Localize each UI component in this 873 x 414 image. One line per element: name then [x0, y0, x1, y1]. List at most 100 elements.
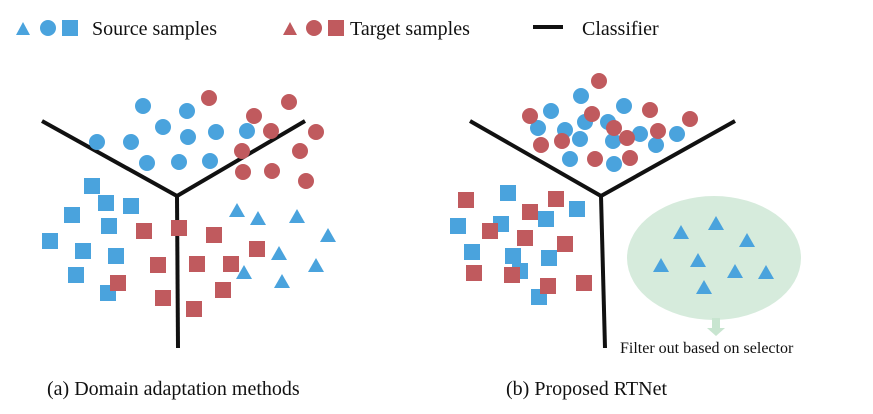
target-square-sample — [522, 204, 538, 220]
target-circle-sample — [622, 150, 638, 166]
source-triangle-sample — [653, 258, 669, 272]
target-circle-sample — [587, 151, 603, 167]
source-circle-sample — [669, 126, 685, 142]
source-square-sample — [538, 211, 554, 227]
source-triangle-sample — [236, 265, 252, 279]
source-circle-sample — [202, 153, 218, 169]
target-circle-sample — [533, 137, 549, 153]
legend-target-icons — [283, 20, 344, 36]
source-circle-sample — [180, 129, 196, 145]
source-circle-sample — [572, 131, 588, 147]
source-square-sample — [464, 244, 480, 260]
selector-filter-region — [627, 196, 801, 320]
target-square-sample — [504, 267, 520, 283]
legend-source-label: Source samples — [92, 18, 217, 40]
source-square-sample — [101, 218, 117, 234]
legend-target-circle-icon — [306, 20, 322, 36]
target-circle-sample — [682, 111, 698, 127]
source-square-sample — [450, 218, 466, 234]
source-square-sample — [505, 248, 521, 264]
source-square-sample — [42, 233, 58, 249]
legend-source-icons — [16, 20, 78, 36]
source-circle-sample — [208, 124, 224, 140]
target-square-sample — [482, 223, 498, 239]
target-circle-sample — [619, 130, 635, 146]
target-square-sample — [155, 290, 171, 306]
target-square-sample — [171, 220, 187, 236]
source-circle-sample — [543, 103, 559, 119]
source-circle-sample — [139, 155, 155, 171]
target-square-sample — [466, 265, 482, 281]
source-circle-sample — [155, 119, 171, 135]
classifier-arm-left — [41, 119, 178, 198]
caption-panel-b: (b) Proposed RTNet — [506, 378, 667, 400]
target-square-sample — [206, 227, 222, 243]
source-triangle-sample — [271, 246, 287, 260]
source-triangle-sample — [320, 228, 336, 242]
target-square-sample — [540, 278, 556, 294]
source-circle-sample — [123, 134, 139, 150]
source-square-sample — [123, 198, 139, 214]
target-square-sample — [186, 301, 202, 317]
source-square-sample — [541, 250, 557, 266]
target-square-sample — [110, 275, 126, 291]
legend: Source samples Target samples Classifier — [16, 18, 659, 40]
classifier-arm-down — [175, 195, 180, 349]
source-triangle-sample — [308, 258, 324, 272]
legend-target-triangle-icon — [283, 22, 297, 35]
source-circle-sample — [648, 137, 664, 153]
target-circle-sample — [522, 108, 538, 124]
target-square-sample — [223, 256, 239, 272]
target-circle-sample — [650, 123, 666, 139]
legend-source-circle-icon — [40, 20, 56, 36]
target-square-sample — [189, 256, 205, 272]
panel-domain-adaptation: (a) Domain adaptation methods — [41, 90, 336, 400]
classifier-arm-down — [599, 195, 607, 349]
classifier-boundary-b — [469, 119, 736, 349]
target-square-sample — [548, 191, 564, 207]
source-square-sample — [569, 201, 585, 217]
source-triangle-sample — [289, 209, 305, 223]
source-circle-sample — [179, 103, 195, 119]
legend-classifier-label: Classifier — [582, 18, 659, 40]
source-circle-sample — [530, 120, 546, 136]
target-circle-sample — [234, 143, 250, 159]
panel-rtnet: Filter out based on selector (b) Propose… — [450, 73, 801, 400]
legend-target-label: Target samples — [350, 18, 470, 40]
samples-panel-a — [42, 90, 336, 317]
source-triangle-sample — [673, 225, 689, 239]
source-square-sample — [64, 207, 80, 223]
source-triangle-sample — [229, 203, 245, 217]
source-circle-sample — [606, 156, 622, 172]
target-circle-sample — [263, 123, 279, 139]
target-circle-sample — [292, 143, 308, 159]
selector-note: Filter out based on selector — [620, 340, 794, 357]
source-square-sample — [500, 185, 516, 201]
target-square-sample — [517, 230, 533, 246]
target-circle-sample — [298, 173, 314, 189]
source-circle-sample — [605, 133, 621, 149]
source-triangle-sample — [758, 265, 774, 279]
samples-panel-b — [450, 73, 774, 305]
source-circle-sample — [239, 123, 255, 139]
source-triangle-sample — [690, 253, 706, 267]
source-circle-sample — [562, 151, 578, 167]
source-square-sample — [68, 267, 84, 283]
target-square-sample — [150, 257, 166, 273]
target-square-sample — [557, 236, 573, 252]
caption-panel-a: (a) Domain adaptation methods — [47, 378, 300, 400]
target-square-sample — [215, 282, 231, 298]
source-square-sample — [108, 248, 124, 264]
source-triangle-sample — [250, 211, 266, 225]
target-circle-sample — [591, 73, 607, 89]
source-triangle-sample — [727, 264, 743, 278]
legend-target-square-icon — [328, 20, 344, 36]
target-square-sample — [458, 192, 474, 208]
source-triangle-sample — [708, 216, 724, 230]
source-square-sample — [75, 243, 91, 259]
classifier-arm-left — [469, 119, 602, 198]
legend-source-triangle-icon — [16, 22, 30, 35]
target-circle-sample — [554, 133, 570, 149]
source-square-sample — [84, 178, 100, 194]
